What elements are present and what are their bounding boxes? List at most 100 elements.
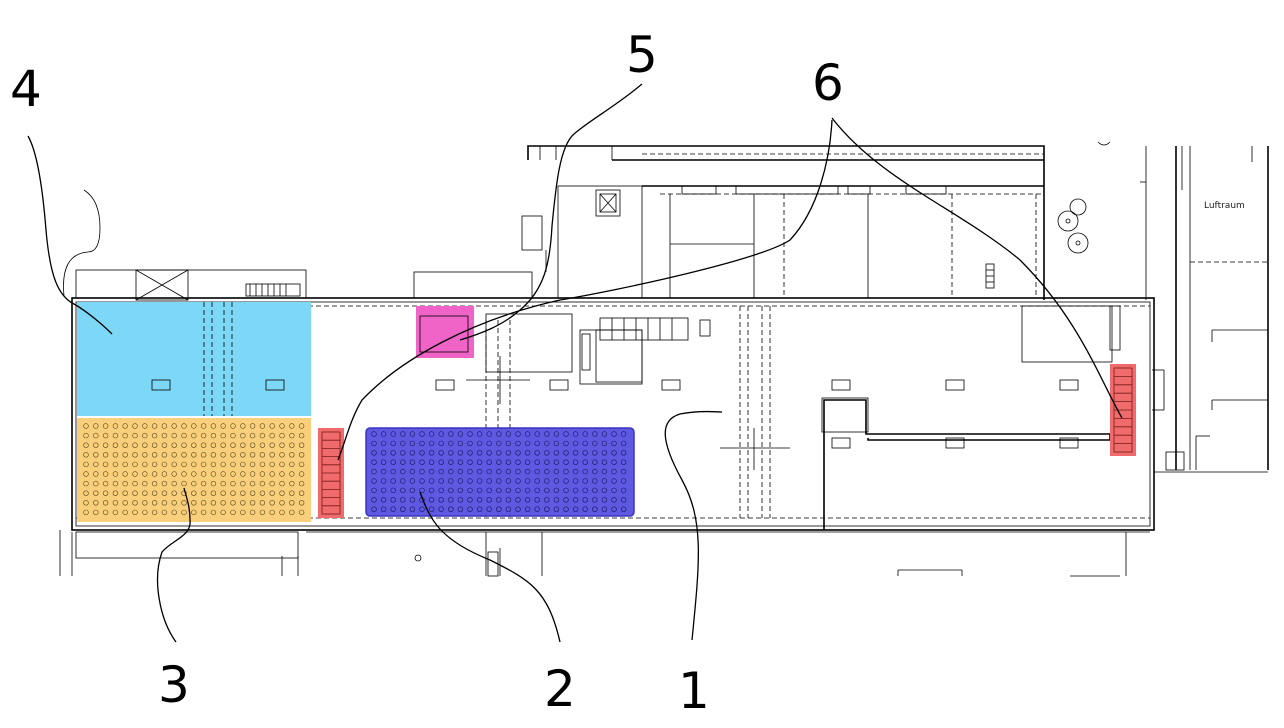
grid-dot [191, 452, 197, 458]
grid-dot [269, 490, 275, 496]
luftraum-label: Luftraum [1204, 201, 1245, 211]
grid-dot [467, 497, 473, 503]
grid-dot [259, 452, 266, 458]
grid-dot [524, 440, 531, 447]
grid-dot [132, 442, 138, 448]
grid-dot [200, 490, 207, 496]
stair-treads-right [1113, 367, 1133, 453]
grid-dot [93, 442, 99, 448]
grid-dot [534, 487, 540, 494]
grid-dot [620, 468, 627, 475]
grid-dot [289, 432, 295, 439]
grid-dot [230, 471, 236, 477]
grid-dot [582, 487, 588, 494]
grid-dot [112, 490, 119, 496]
grid-dot [534, 431, 540, 437]
grid-dot [515, 450, 521, 456]
grid-dot [448, 468, 454, 475]
grid-dot [592, 440, 598, 447]
grid-dot [524, 459, 531, 465]
grid-dot [151, 480, 158, 487]
grid-dot [476, 440, 483, 447]
leader-1 [664, 410, 723, 641]
grid-dot [230, 432, 236, 439]
grid-dot [486, 459, 492, 465]
grid-dot [505, 450, 512, 456]
grid-dot [93, 480, 99, 487]
grid-dot [181, 423, 187, 429]
grid-dot [161, 452, 168, 458]
grid-dot [486, 478, 492, 484]
grid-dot [289, 500, 295, 506]
grid-dot [102, 452, 109, 458]
zone-3-dot-grid [83, 423, 305, 516]
grid-dot [515, 431, 521, 437]
grid-dot [476, 487, 483, 494]
grid-dot [112, 480, 119, 487]
grid-dot [553, 440, 560, 447]
grid-dot [279, 480, 285, 487]
grid-dot [582, 450, 588, 456]
grid-dot [230, 500, 236, 506]
grid-dot [220, 423, 226, 429]
grid-dot [210, 480, 217, 487]
grid-dot [457, 487, 464, 494]
grid-dot [380, 487, 387, 494]
grid-dot [102, 500, 109, 506]
grid-dot [467, 440, 473, 447]
grid-dot [83, 442, 89, 448]
grid-dot [102, 461, 109, 468]
grid-dot [210, 442, 217, 448]
grid-dot [132, 509, 138, 516]
grid-dot [220, 442, 226, 448]
grid-dot [515, 487, 521, 494]
grid-dot [611, 450, 617, 456]
leader-lines [27, 83, 1123, 643]
grid-dot [438, 487, 444, 494]
grid-dot [171, 471, 177, 477]
grid-dot [289, 509, 295, 516]
grid-dot [83, 432, 89, 439]
grid-dot [171, 500, 177, 506]
grid-dot [582, 440, 588, 447]
grid-dot [161, 480, 168, 487]
grid-dot [428, 431, 435, 437]
grid-dot [269, 480, 275, 487]
grid-dot [200, 442, 207, 448]
grid-dot [390, 487, 396, 494]
stair-outline [1113, 367, 1133, 453]
grid-dot [240, 432, 246, 439]
grid-dot [269, 423, 275, 429]
grid-dot [592, 450, 598, 456]
grid-dot [249, 490, 256, 496]
grid-dot [390, 478, 396, 484]
grid-dot [230, 461, 236, 468]
grid-dot [249, 480, 256, 487]
grid-dot [457, 440, 464, 447]
grid-dot [611, 440, 617, 447]
grid-dot [438, 440, 444, 447]
grid-dot [371, 487, 377, 494]
grid-dot [93, 432, 99, 439]
grid-dot [171, 432, 177, 439]
grid-dot [200, 500, 207, 506]
grid-dot [249, 442, 256, 448]
grid-dot [132, 480, 138, 487]
grid-dot [380, 440, 387, 447]
grid-dot [371, 506, 377, 512]
grid-dot [83, 452, 89, 458]
callout-6: 6 [812, 54, 844, 112]
grid-dot [191, 471, 197, 477]
grid-dot [112, 423, 119, 429]
grid-dot [161, 490, 168, 496]
grid-dot [496, 450, 502, 456]
grid-dot [524, 497, 531, 503]
grid-dot [419, 478, 425, 484]
grid-dot [611, 468, 617, 475]
grid-dot [582, 506, 588, 512]
grid-dot [592, 487, 598, 494]
grid-dot [230, 423, 236, 429]
grid-dot [191, 480, 197, 487]
grid-dot [93, 471, 99, 477]
grid-dot [181, 500, 187, 506]
